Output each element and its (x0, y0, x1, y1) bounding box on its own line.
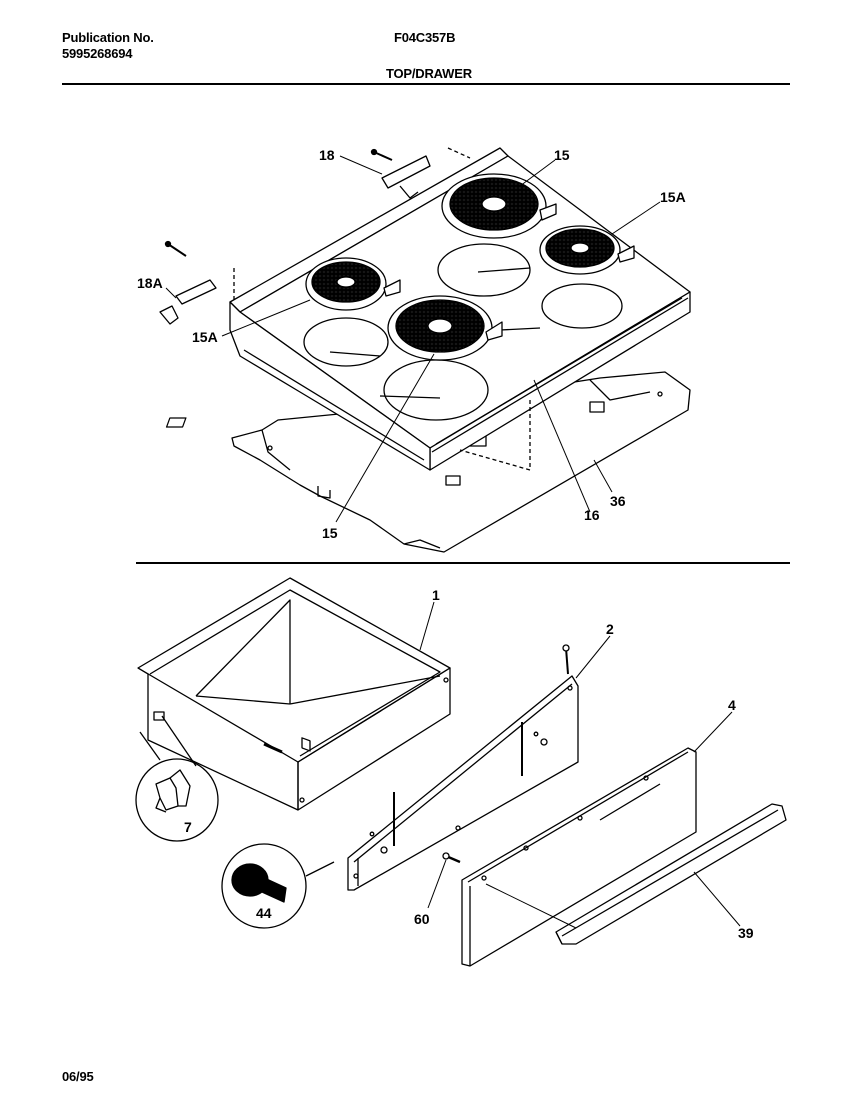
drawer-assembly (135, 577, 787, 967)
callout-39: 39 (738, 925, 754, 941)
drawer-panel (347, 644, 579, 891)
top-leaders (165, 155, 661, 523)
callout-18: 18 (319, 147, 335, 163)
drawer-leaders (419, 601, 741, 929)
callout-36: 36 (610, 493, 626, 509)
header-rule (62, 83, 790, 85)
drawer-handle (555, 803, 787, 945)
drawer-front (461, 747, 697, 967)
callout-7: 7 (184, 819, 192, 835)
detail-screw (221, 843, 335, 929)
revision-date: 06/95 (62, 1069, 94, 1084)
section-title: TOP/DRAWER (386, 66, 472, 81)
callout-15-top: 15 (554, 147, 570, 163)
detail-drawer-stop (135, 715, 219, 842)
callout-44: 44 (256, 905, 272, 921)
model-number: F04C357B (394, 30, 456, 45)
callout-15a-right: 15A (660, 189, 686, 205)
surface-element-large-back (441, 173, 557, 239)
surface-element-small-front (305, 257, 401, 311)
publication-number: 5995268694 (62, 46, 133, 61)
callout-1: 1 (432, 587, 440, 603)
surface-element-large-front (387, 295, 503, 361)
drawer-box (137, 577, 451, 811)
callout-2: 2 (606, 621, 614, 637)
surface-element-small-back (539, 225, 635, 275)
callout-15a-left: 15A (192, 329, 218, 345)
callout-16: 16 (584, 507, 600, 523)
callout-18a: 18A (137, 275, 163, 291)
section-divider (136, 562, 790, 564)
publication-label: Publication No. (62, 30, 154, 45)
cooktop-assembly (159, 147, 691, 553)
callout-60: 60 (414, 911, 430, 927)
callout-15-bottom: 15 (322, 525, 338, 541)
drawer-screw (442, 852, 461, 864)
top-hinge-right (370, 148, 431, 199)
callout-4: 4 (728, 697, 736, 713)
top-hinge-left (159, 240, 217, 325)
